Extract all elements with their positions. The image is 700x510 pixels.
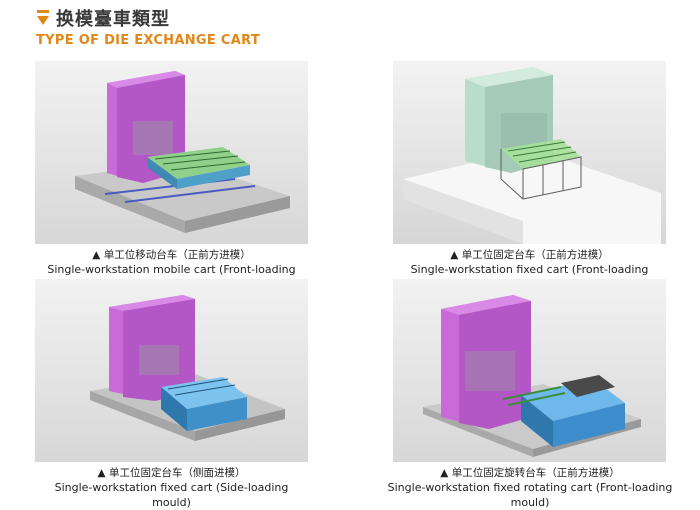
page-title-en: TYPE OF DIE EXCHANGE CART	[36, 33, 260, 48]
rotating-cart-front-render	[393, 279, 666, 462]
caption-rotating-front: ▲ 单工位固定旋转台车（正前方进模） Single-workstation fi…	[380, 466, 680, 510]
panel-rotating-front	[393, 279, 666, 462]
panel-mobile-front	[35, 61, 308, 244]
panel-fixed-front	[393, 61, 666, 244]
caption-cn: ▲ 单工位固定台车（正前方进模）	[450, 249, 609, 261]
caption-en: Single-workstation fixed cart (Side-load…	[54, 481, 289, 509]
page-title-cn: 换模臺車類型	[56, 9, 170, 30]
caption-en: Single-workstation fixed rotating cart (…	[387, 481, 673, 509]
caption-cn: ▲ 单工位移动台车（正前方进模）	[92, 249, 251, 261]
panel-fixed-side	[35, 279, 308, 462]
caption-fixed-side: ▲ 单工位固定台车（侧面进模） Single-workstation fixed…	[35, 466, 308, 510]
fixed-cart-side-render	[35, 279, 308, 462]
mobile-cart-front-render	[35, 61, 308, 244]
fixed-cart-front-render	[393, 61, 666, 244]
title-row: 换模臺車類型	[36, 6, 260, 30]
chevron-down-icon	[37, 10, 49, 25]
caption-cn: ▲ 单工位固定台车（侧面进模）	[97, 467, 246, 479]
header: 换模臺車類型 TYPE OF DIE EXCHANGE CART	[36, 6, 260, 48]
caption-cn: ▲ 单工位固定旋转台车（正前方进模）	[440, 467, 620, 479]
